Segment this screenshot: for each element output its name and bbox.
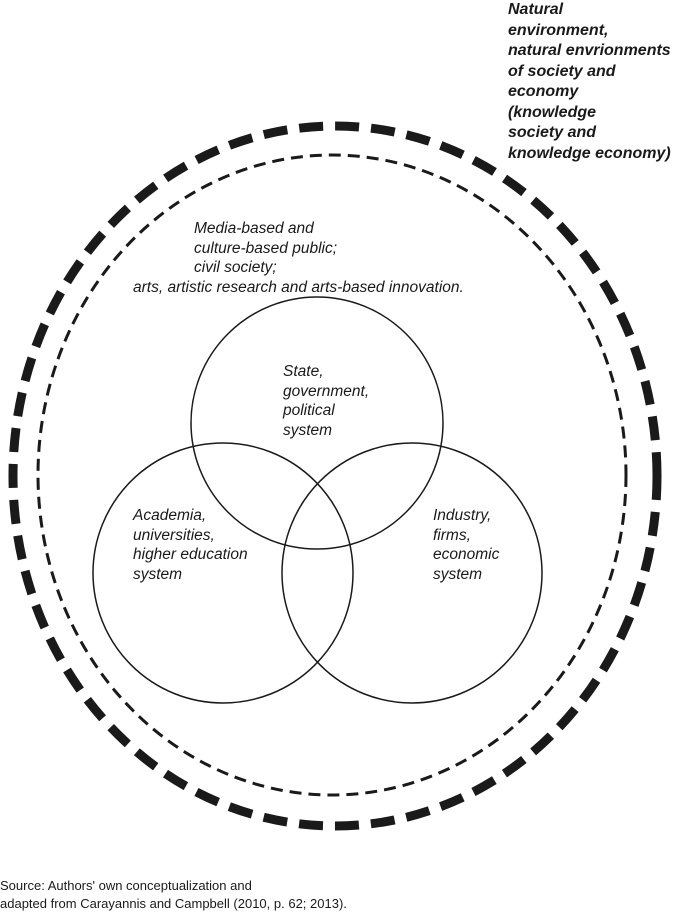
middle-dashed-circle: [36, 153, 628, 797]
industry-circle: [281, 442, 543, 704]
outer-dashed-circle: [8, 121, 662, 831]
state-circle: [190, 296, 444, 550]
state-government-label: State, government, political system: [283, 363, 370, 439]
media-culture-public-label: Media-based and culture-based public; ci…: [133, 220, 464, 296]
source-caption: Source: Authors' own conceptualization a…: [0, 878, 347, 911]
academia-universities-label: Academia, universities, higher education…: [133, 507, 248, 583]
industry-firms-label: Industry, firms, economic system: [433, 507, 500, 583]
natural-environment-label: Natural environment, natural envrionment…: [508, 1, 671, 162]
academia-circle: [92, 442, 354, 704]
